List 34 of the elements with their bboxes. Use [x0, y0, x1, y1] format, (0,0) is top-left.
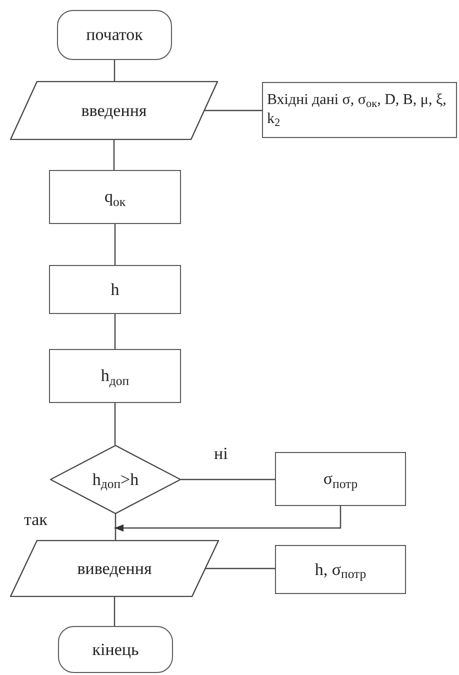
- process-box: [49, 349, 181, 403]
- arrow: [114, 506, 342, 532]
- terminal-box: [58, 626, 173, 673]
- connector-line: [113, 140, 115, 170]
- output-parallelogram: [10, 540, 219, 597]
- node-text: q$_{ок}$: [104, 186, 126, 208]
- terminal-box: [57, 10, 172, 60]
- connector-line: [114, 403, 116, 445]
- connector-line: [114, 514, 116, 540]
- node-text: h$_{доп}$: [100, 365, 130, 387]
- node-text: h$_{доп}$>h: [92, 468, 139, 490]
- node-text: введення: [81, 100, 147, 122]
- node-text: Вхідні дані σ, σ$_{ок}$, D, B, μ, ξ, k$_{2}$: [267, 91, 448, 129]
- data-box: [275, 545, 406, 594]
- node-text: кінець: [92, 638, 139, 660]
- process-box: [275, 452, 406, 506]
- connector-line: [114, 314, 116, 349]
- connector-line: [114, 60, 116, 81]
- connector-line: [206, 568, 275, 570]
- node-text: σ$_{потр}$: [323, 468, 358, 490]
- node-text: виведення: [77, 558, 152, 580]
- connector-line: [204, 110, 262, 112]
- connector-line: [114, 597, 116, 626]
- connector-line: [181, 478, 275, 480]
- connector-line: [114, 224, 116, 265]
- node-text: h, σ$_{потр}$: [314, 558, 366, 580]
- node-text: h: [110, 278, 120, 300]
- node-text: початок: [86, 24, 143, 46]
- decision-diamond: [50, 445, 181, 514]
- edge-label: ні: [212, 445, 230, 462]
- input-parallelogram: [10, 81, 218, 140]
- process-box: [49, 170, 181, 224]
- process-box: [49, 265, 181, 314]
- data-box: [262, 82, 457, 138]
